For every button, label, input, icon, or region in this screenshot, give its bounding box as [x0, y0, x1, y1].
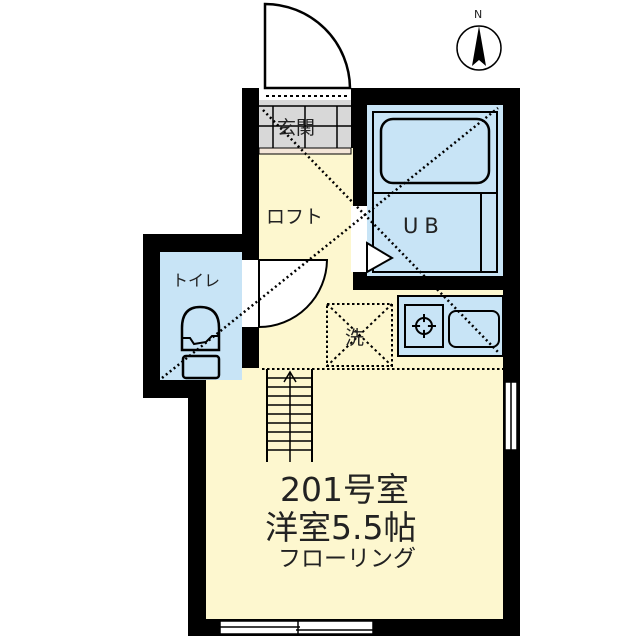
loft-outline: [161, 107, 499, 379]
toilet-room: [160, 252, 242, 380]
toilet-label: トイレ: [172, 271, 221, 290]
room-type: 洋室5.5帖: [265, 508, 417, 547]
window-right: [504, 381, 518, 451]
flooring-label: フローリング: [278, 546, 416, 572]
loft-label: ロフト: [266, 206, 324, 228]
bath-door[interactable]: [351, 206, 394, 274]
toilet-door[interactable]: [242, 259, 329, 329]
kitchen: [397, 295, 504, 357]
window-bottom: [219, 620, 374, 635]
compass-label: N: [474, 8, 483, 21]
washer-label: 洗: [345, 327, 365, 349]
entrance-label: 玄関: [277, 117, 316, 139]
loft-ladder[interactable]: [266, 369, 313, 462]
entrance-area: [258, 88, 352, 155]
unit-bath-label: UB: [403, 214, 445, 238]
unit-bath: [367, 105, 503, 276]
living-room-floor: [206, 368, 503, 619]
entrance-door[interactable]: [263, 2, 352, 90]
room-number: 201号室: [280, 470, 409, 509]
compass-icon: [456, 25, 502, 71]
washer-area: [326, 303, 393, 367]
